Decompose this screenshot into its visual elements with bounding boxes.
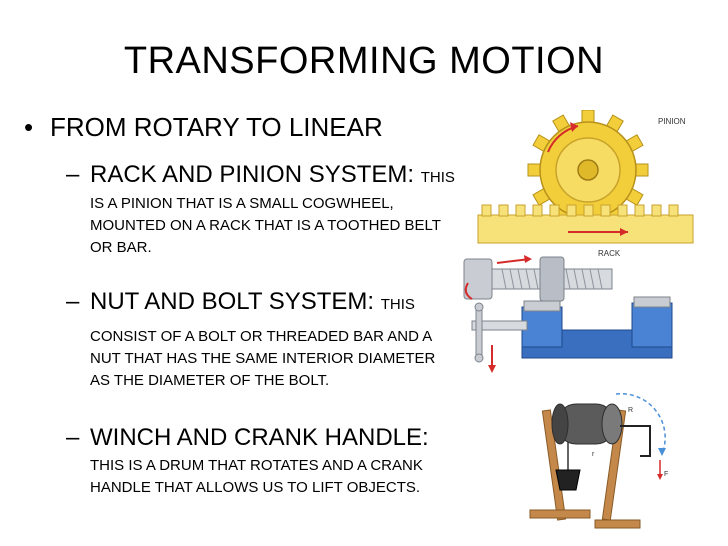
crank-radius-label: R [628,407,633,414]
force-label: F [664,471,668,478]
item-heading: –NUT AND BOLT SYSTEM: THIS [66,287,456,320]
winch-drum [551,403,623,445]
slide-title: TRANSFORMING MOTION [123,40,605,82]
item-heading: –WINCH AND CRANK HANDLE: [66,423,456,453]
rack-label: RACK [598,249,621,258]
rack-pinion-lead: THIS [420,169,455,186]
nut-bolt-body: CONSIST OF A BOLT OR THREADED BAR AND A … [90,328,436,389]
winch-item: –WINCH AND CRANK HANDLE: THIS IS A DRUM … [66,423,456,499]
pinion-gear [527,110,649,231]
rack-pinion-heading: RACK AND PINION SYSTEM: [90,161,415,188]
vise [471,296,673,373]
bucket [555,469,581,491]
rotation-arrow [615,392,666,455]
dash-marker: – [66,288,80,315]
nut-bolt-heading: NUT AND BOLT SYSTEM: [90,288,375,315]
nut-bolt-lead: THIS [380,296,415,313]
bolt [463,255,613,302]
rack-pinion-item: –RACK AND PINION SYSTEM: THIS IS A PINIO… [66,160,456,259]
rack-bar [477,204,694,244]
nut-bolt-illustration [463,255,673,373]
main-bullet: • FROM ROTARY TO LINEAR [24,112,383,143]
winch-heading: WINCH AND CRANK HANDLE: [90,424,429,451]
pinion-label: PINION [658,117,686,126]
rack-pinion-illustration: PINION RACK [477,110,694,258]
bullet-marker: • [24,112,34,142]
main-bullet-text: FROM ROTARY TO LINEAR [50,112,383,142]
drum-radius-label: r [592,451,595,458]
rack-pinion-body: IS A PINION THAT IS A SMALL COGWHEEL, MO… [90,195,441,256]
dash-marker: – [66,424,80,451]
dash-marker: – [66,161,80,188]
nut-bolt-item: –NUT AND BOLT SYSTEM: THIS CONSIST OF A … [66,287,456,392]
crank-handle [620,425,651,457]
winch-illustration: F R r [529,392,668,529]
winch-body: THIS IS A DRUM THAT ROTATES AND A CRANK … [90,457,423,496]
item-heading: –RACK AND PINION SYSTEM: THIS [66,160,456,193]
